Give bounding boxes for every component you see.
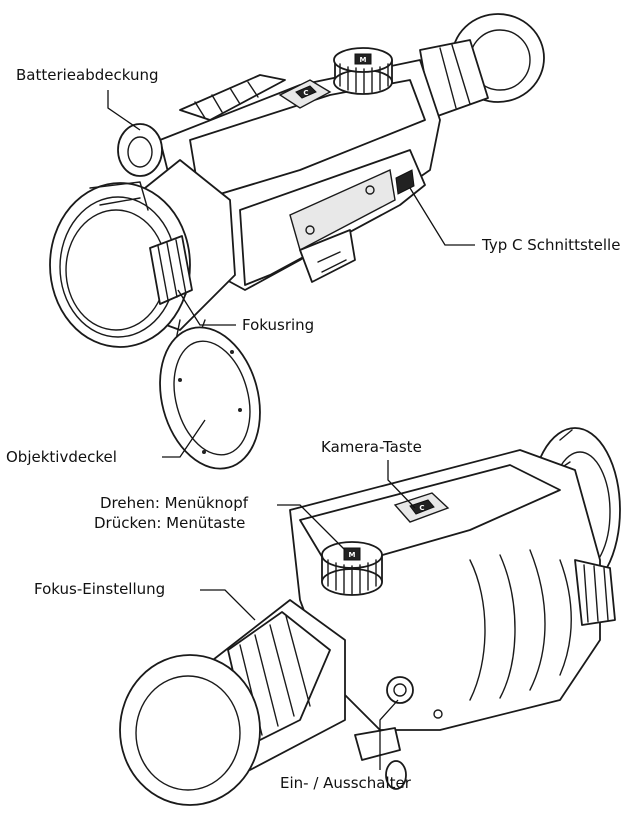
power-button (386, 676, 414, 704)
top-camera-button-mark: C (303, 89, 308, 97)
leader-camera-button (387, 460, 416, 509)
label-battery-cover: Batterieabdeckung (16, 66, 159, 84)
leader-type-c (409, 187, 475, 246)
top-device (49, 13, 545, 470)
label-menu-knob-rotate: Drehen: Menüknopf (100, 494, 249, 512)
top-side-plate (289, 168, 396, 252)
leader-focus-ring (177, 289, 236, 326)
leader-focus-adjust (200, 589, 256, 621)
battery-cover-knob (117, 123, 163, 177)
leader-lens-cap (162, 419, 206, 458)
leader-battery-cover (107, 90, 141, 131)
label-lens-cap: Objektivdeckel (6, 448, 117, 466)
label-camera-button: Kamera-Taste (321, 438, 422, 456)
bottom-eyecup (119, 654, 261, 806)
leader-lines (107, 90, 475, 770)
top-menu-knob-mark: M (360, 56, 367, 64)
leader-menu-knob (277, 504, 346, 551)
type-c-port (395, 169, 415, 195)
label-focus-adjust: Fokus-Einstellung (34, 580, 166, 598)
label-focus-ring: Fokusring (242, 316, 315, 334)
top-objective-lens (49, 182, 191, 348)
bottom-camera-button-mark: C (419, 504, 424, 512)
label-type-c-port: Typ C Schnittstelle (482, 236, 621, 254)
label-power-switch: Ein- / Ausschalter (280, 774, 411, 792)
leader-power-switch (379, 699, 399, 770)
bottom-menu-knob-mark: M (349, 551, 356, 559)
top-focus-ring (149, 235, 193, 305)
bottom-device (119, 427, 621, 806)
lens-cap (159, 326, 261, 470)
label-menu-knob-press: Drücken: Menütaste (94, 514, 246, 532)
